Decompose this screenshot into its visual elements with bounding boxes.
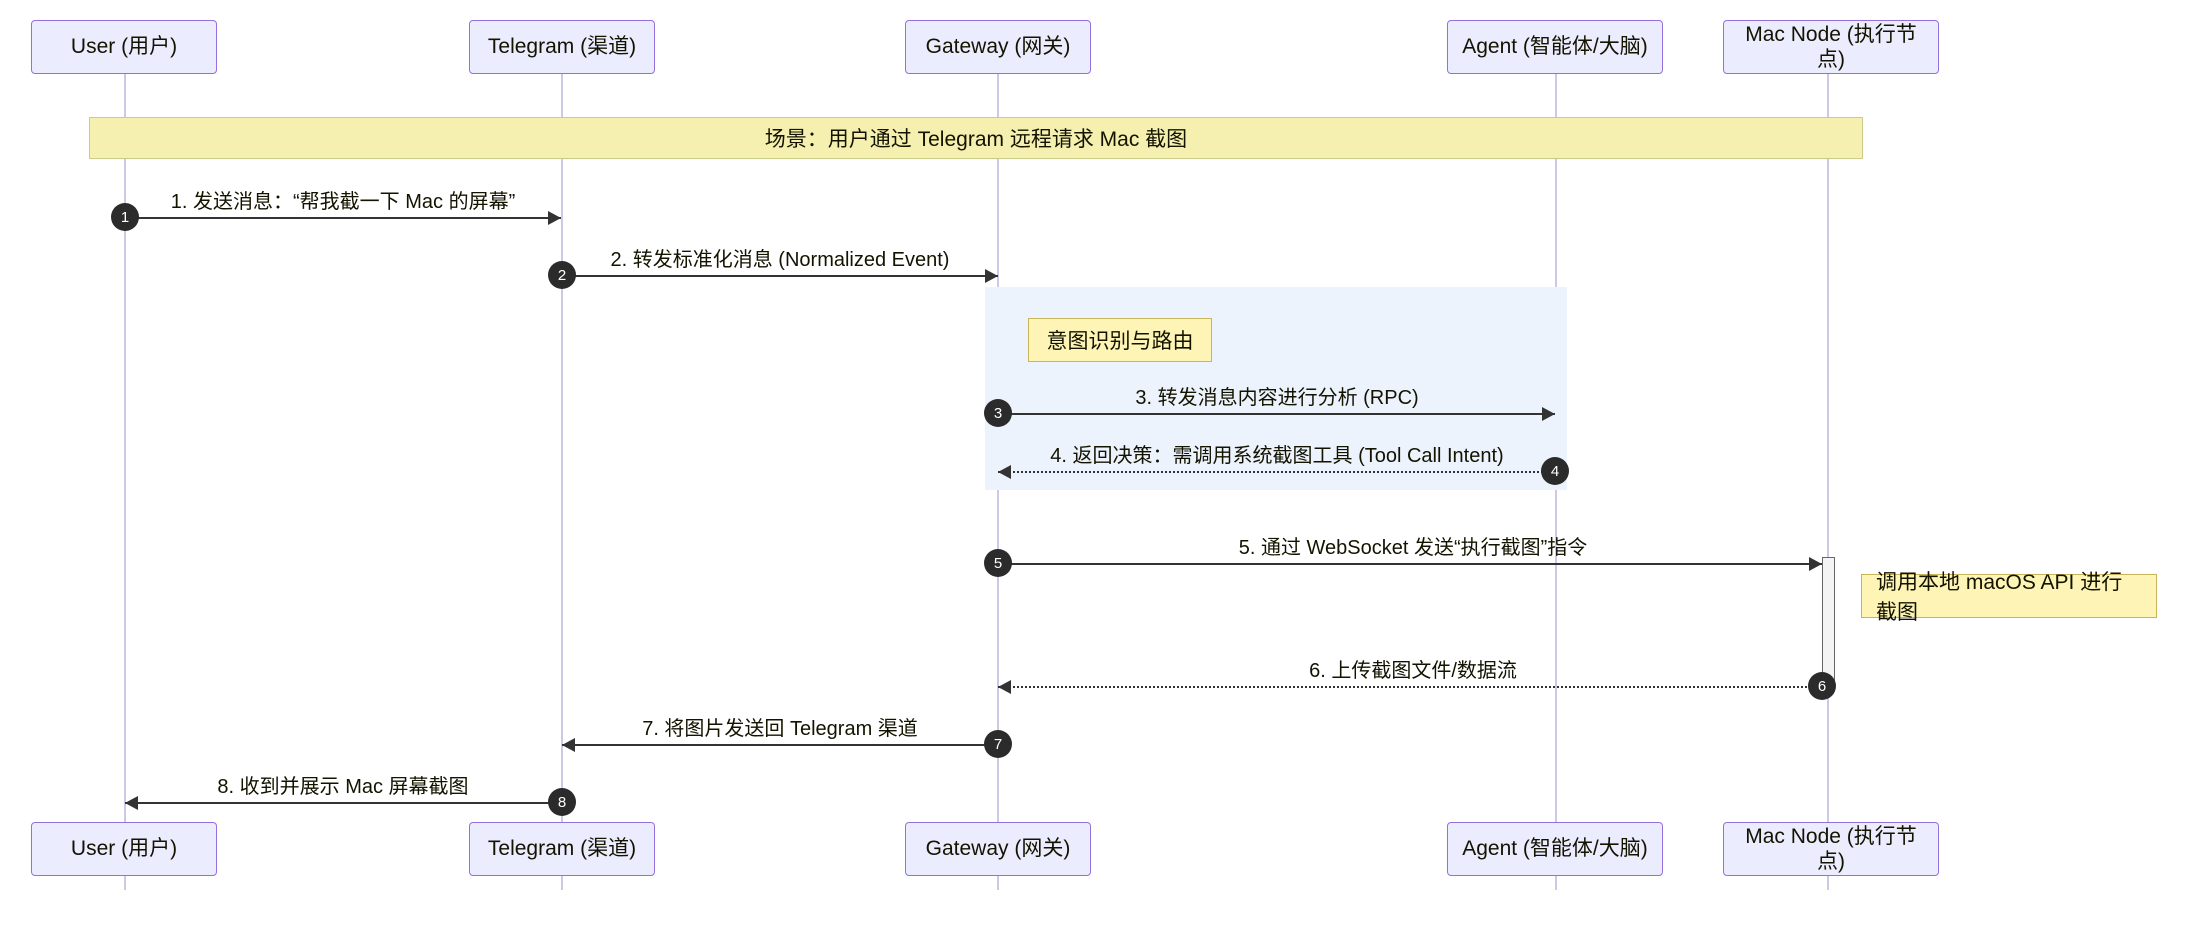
arrow-head-5 (1809, 557, 1822, 571)
message-label-3: 3. 转发消息内容进行分析 (RPC) (1135, 387, 1419, 409)
message-line-2 (562, 275, 998, 277)
arrow-head-1 (548, 211, 561, 225)
sequence-number-2: 2 (548, 261, 576, 289)
message-line-1 (125, 217, 561, 219)
lifeline-user (124, 74, 126, 890)
note-text: 调用本地 macOS API 进行截图 (1876, 571, 2123, 624)
sequence-number-4: 4 (1541, 457, 1569, 485)
message-line-6 (998, 686, 1822, 688)
message-label-1: 1. 发送消息：“帮我截一下 Mac 的屏幕” (170, 191, 516, 213)
participant-gateway-top[interactable]: Gateway (网关) (905, 20, 1091, 74)
participant-agent-top[interactable]: Agent (智能体/大脑) (1447, 20, 1663, 74)
message-line-4 (998, 471, 1555, 473)
arrow-head-2 (985, 269, 998, 283)
note-intent-routing: 意图识别与路由 (1028, 318, 1212, 362)
sequence-number-3: 3 (984, 399, 1012, 427)
arrow-head-4 (998, 465, 1011, 479)
activation-bar-macnode (1822, 557, 1835, 690)
scenario-banner: 场景：用户通过 Telegram 远程请求 Mac 截图 (89, 117, 1863, 159)
arrow-head-6 (998, 680, 1011, 694)
participant-label: Gateway (网关) (925, 837, 1071, 861)
participant-label: Agent (智能体/大脑) (1462, 837, 1648, 861)
message-label-5: 5. 通过 WebSocket 发送“执行截图”指令 (1238, 537, 1588, 559)
note-text: 意图识别与路由 (1046, 330, 1194, 353)
sequence-number-7: 7 (984, 730, 1012, 758)
participant-user-bottom[interactable]: User (用户) (31, 822, 217, 876)
sequence-number-6: 6 (1808, 672, 1836, 700)
arrow-head-8 (125, 796, 138, 810)
participant-label: Telegram (渠道) (487, 35, 637, 59)
participant-label: Telegram (渠道) (487, 837, 637, 861)
participant-telegram-bottom[interactable]: Telegram (渠道) (469, 822, 655, 876)
participant-label: User (用户) (70, 837, 178, 861)
note-macos-api: 调用本地 macOS API 进行截图 (1861, 571, 2157, 624)
scenario-banner-text: 场景：用户通过 Telegram 远程请求 Mac 截图 (764, 128, 1188, 151)
arrow-head-7 (562, 738, 575, 752)
sequence-number-1: 1 (111, 203, 139, 231)
sequence-number-5: 5 (984, 549, 1012, 577)
participant-label: Agent (智能体/大脑) (1462, 35, 1648, 59)
participant-gateway-bottom[interactable]: Gateway (网关) (905, 822, 1091, 876)
participant-telegram-top[interactable]: Telegram (渠道) (469, 20, 655, 74)
participant-label: Mac Node (执行节点) (1745, 22, 1917, 71)
participant-agent-bottom[interactable]: Agent (智能体/大脑) (1447, 822, 1663, 876)
message-line-3 (998, 413, 1555, 415)
participant-label: Gateway (网关) (925, 35, 1071, 59)
arrow-head-3 (1542, 407, 1555, 421)
participant-label: Mac Node (执行节点) (1745, 824, 1917, 873)
message-label-4: 4. 返回决策：需调用系统截图工具 (Tool Call Intent) (1050, 445, 1504, 467)
sequence-number-8: 8 (548, 788, 576, 816)
message-line-7 (562, 744, 998, 746)
lifeline-macnode (1827, 74, 1829, 890)
message-label-8: 8. 收到并展示 Mac 屏幕截图 (217, 776, 469, 798)
message-label-7: 7. 将图片发送回 Telegram 渠道 (642, 718, 918, 740)
participant-macnode-bottom[interactable]: Mac Node (执行节点) (1723, 822, 1939, 876)
participant-label: User (用户) (70, 35, 178, 59)
participant-macnode-top[interactable]: Mac Node (执行节点) (1723, 20, 1939, 74)
participant-user-top[interactable]: User (用户) (31, 20, 217, 74)
message-label-6: 6. 上传截图文件/数据流 (1309, 660, 1517, 682)
message-line-8 (125, 802, 561, 804)
message-line-5 (998, 563, 1822, 565)
message-label-2: 2. 转发标准化消息 (Normalized Event) (610, 249, 950, 271)
lifeline-telegram (561, 74, 563, 890)
